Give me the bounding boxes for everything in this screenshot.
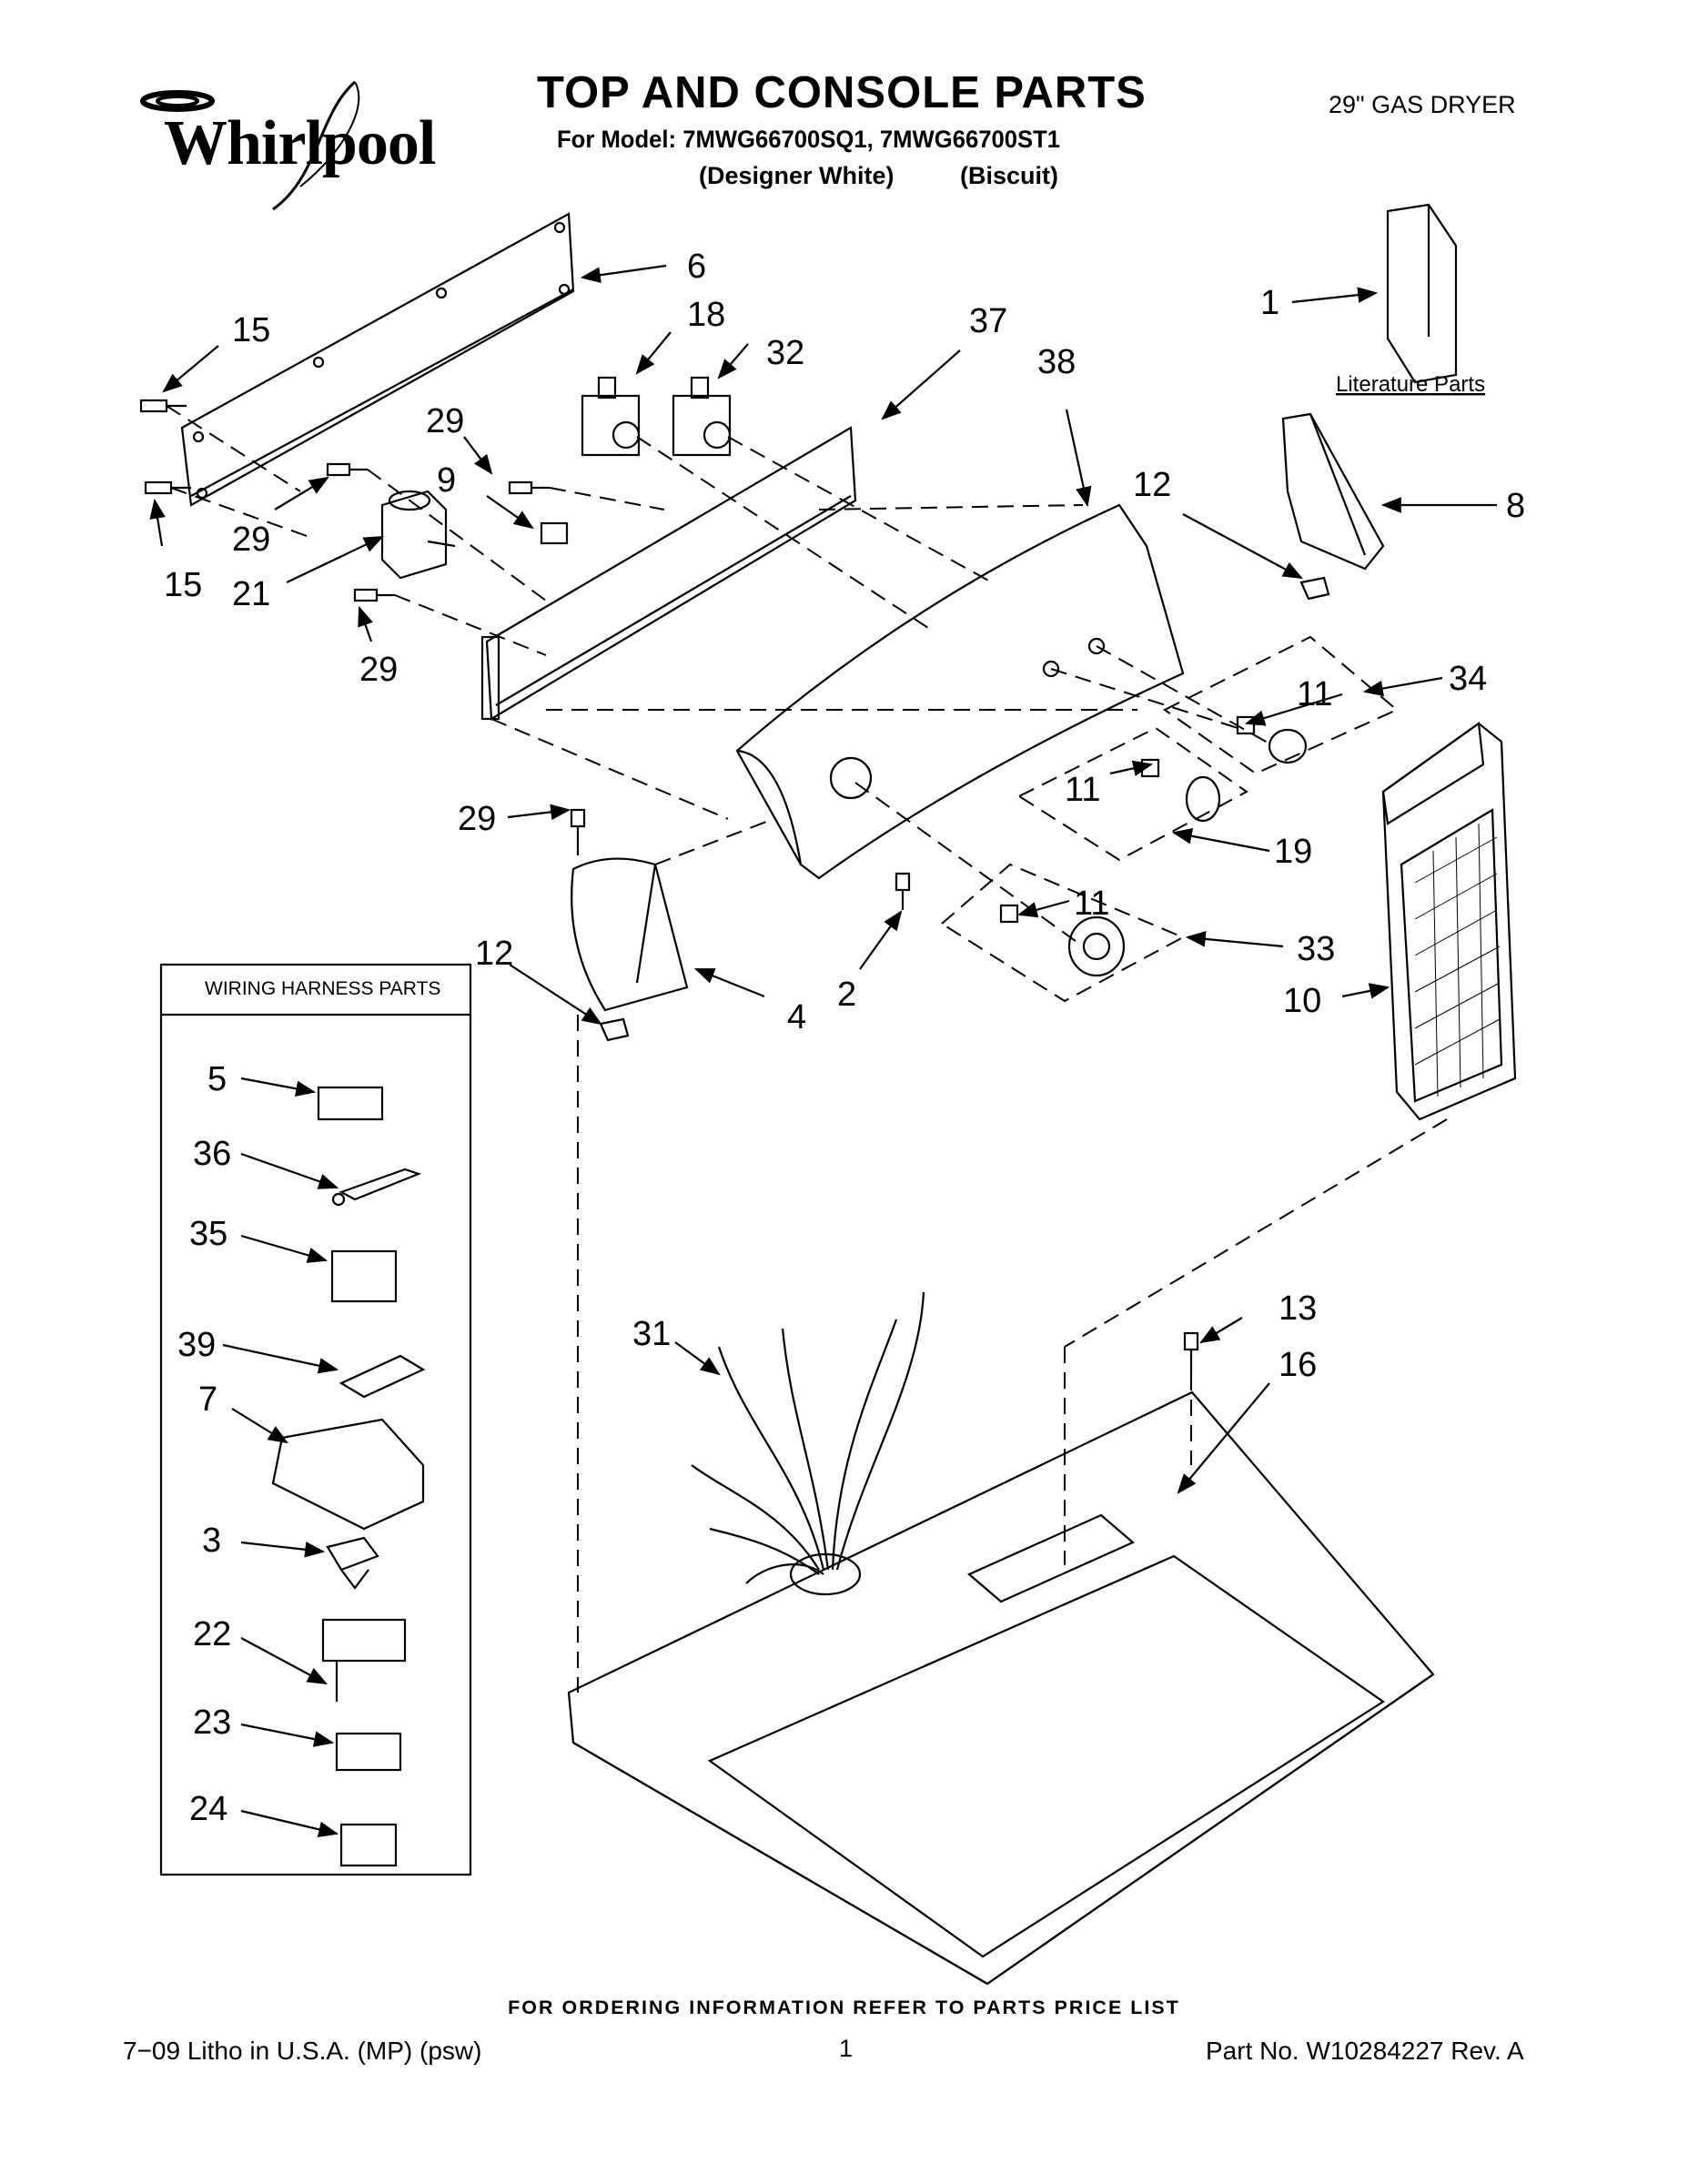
callout-22: 22 (193, 1615, 231, 1653)
part-number: Part No. W10284227 Rev. A (1206, 2037, 1524, 2065)
callout-18: 18 (687, 296, 725, 334)
product-type: 29" GAS DRYER (1329, 91, 1516, 118)
callout-32: 32 (766, 334, 804, 372)
callout-15: 15 (232, 311, 270, 349)
literature-parts-label: Literature Parts (1336, 372, 1485, 397)
callout-29-bottom: 29 (359, 651, 398, 689)
callout-11-c: 11 (1074, 885, 1109, 923)
callout-38: 38 (1037, 343, 1076, 381)
callout-36: 36 (193, 1135, 231, 1173)
callout-12-left: 12 (475, 935, 513, 973)
callout-23: 23 (193, 1704, 231, 1742)
callout-15-lower: 15 (164, 566, 202, 604)
callout-3: 3 (202, 1522, 221, 1560)
callout-8: 8 (1506, 487, 1525, 525)
callout-39: 39 (177, 1326, 216, 1364)
callout-21: 21 (232, 575, 270, 613)
litho-info: 7−09 Litho in U.S.A. (MP) (psw) (123, 2037, 482, 2065)
callout-31: 31 (632, 1315, 671, 1353)
callout-34: 34 (1449, 660, 1487, 698)
whirlpool-logo (140, 80, 360, 211)
variant-designer-white: (Designer White) (699, 162, 895, 189)
variant-biscuit: (Biscuit) (960, 162, 1058, 189)
brand-name: Whirlpool (164, 108, 436, 178)
model-line: For Model: 7MWG66700SQ1, 7MWG66700ST1 (557, 126, 1061, 153)
callout-9: 9 (437, 461, 456, 500)
callout-4: 4 (787, 998, 806, 1036)
callout-16: 16 (1279, 1346, 1317, 1384)
callout-5: 5 (207, 1060, 227, 1098)
wiring-harness-title: WIRING HARNESS PARTS (205, 978, 440, 999)
callout-29-top: 29 (426, 402, 464, 440)
callout-12-top: 12 (1133, 466, 1171, 504)
callout-2: 2 (837, 976, 856, 1014)
callout-1: 1 (1260, 284, 1279, 322)
callout-11-a: 11 (1297, 675, 1332, 713)
callout-29-mid: 29 (458, 800, 496, 838)
callout-10: 10 (1283, 982, 1321, 1020)
page-number: 1 (839, 2035, 854, 2062)
callout-11-b: 11 (1065, 771, 1100, 809)
callout-24: 24 (189, 1790, 227, 1828)
page-title: TOP AND CONSOLE PARTS (537, 68, 1147, 117)
callout-13: 13 (1279, 1289, 1317, 1328)
callout-37: 37 (969, 302, 1007, 340)
ordering-note: FOR ORDERING INFORMATION REFER TO PARTS … (508, 1997, 1180, 2018)
callout-33: 33 (1297, 930, 1335, 968)
callout-19: 19 (1274, 833, 1312, 871)
callout-7: 7 (198, 1380, 217, 1419)
callout-35: 35 (189, 1215, 227, 1253)
callout-29-left: 29 (232, 521, 270, 559)
callout-6: 6 (687, 248, 706, 286)
